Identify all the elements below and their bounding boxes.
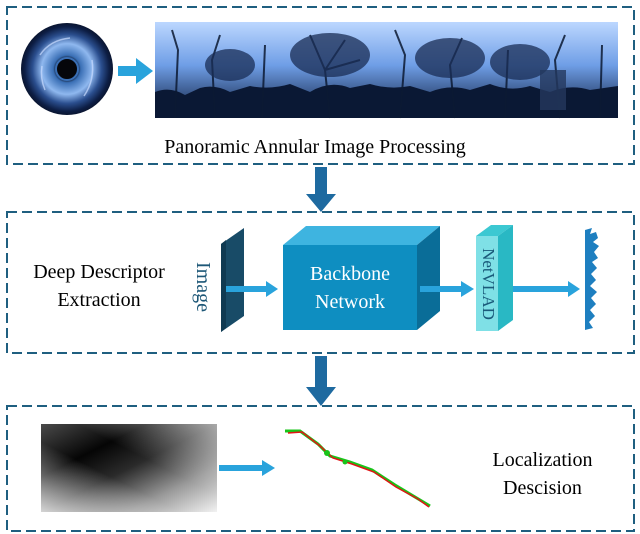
panel-bottom-caption-line2: Descision: [503, 477, 582, 499]
panel-bottom-caption-line1: Localization: [492, 449, 593, 471]
backbone-label-line2: Network: [315, 291, 385, 313]
fisheye-image-icon: [20, 22, 114, 116]
down-arrow-1: [306, 167, 336, 212]
arrow-netvlad-to-descriptor: [513, 281, 580, 297]
arrow-matrix-to-trajectory: [219, 460, 275, 476]
down-arrow-2: [306, 356, 336, 406]
panel-middle-caption-line1: Deep Descriptor: [33, 261, 165, 283]
similarity-matrix-icon: [41, 424, 217, 512]
backbone-network-label: Backbone Network: [283, 260, 417, 316]
panorama-image-icon: [155, 22, 618, 119]
arrow-fisheye-to-panorama: [118, 58, 153, 84]
netvlad-label: NetVLAD: [479, 248, 498, 320]
descriptor-vector-icon: [585, 228, 599, 330]
netvlad-box: [476, 225, 513, 331]
backbone-network-box: [283, 226, 440, 330]
arrow-image-to-backbone: [226, 281, 278, 297]
trajectory-plot-icon: [285, 429, 431, 508]
arrow-backbone-to-netvlad: [420, 281, 474, 297]
panel-bottom-caption: Localization Descision: [455, 446, 630, 502]
panel-middle-caption-line2: Extraction: [57, 289, 141, 311]
panel-top-border: [6, 6, 635, 165]
backbone-label-line1: Backbone: [310, 263, 390, 285]
panel-top-caption: Panoramic Annular Image Processing: [164, 136, 466, 158]
panel-middle-border: [6, 211, 635, 354]
image-slab-label: Image: [192, 262, 214, 312]
panel-middle-caption: Deep Descriptor Extraction: [14, 258, 184, 314]
image-input-slab: [221, 228, 244, 332]
panel-bottom-border: [6, 405, 635, 532]
